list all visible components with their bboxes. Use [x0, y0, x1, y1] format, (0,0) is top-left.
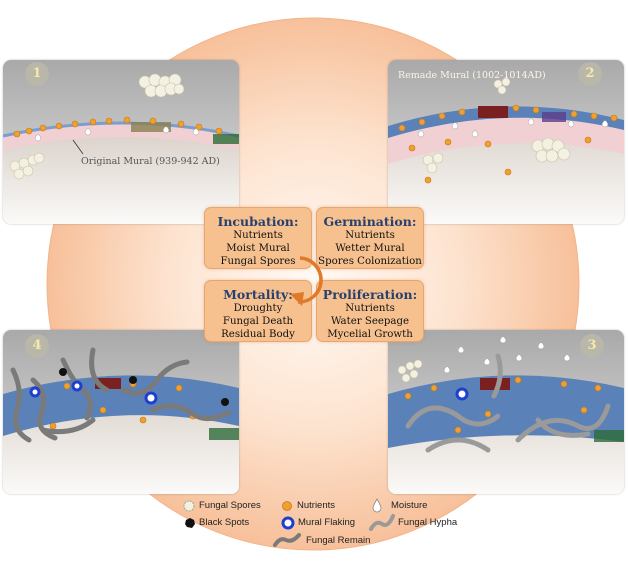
moisture-icon [372, 498, 382, 513]
panel-2-label: Remade Mural (1002-1014AD) [398, 70, 546, 81]
panel-germination: 2 Remade Mural (1002-1014AD) [388, 60, 624, 224]
stage-incubation-line-2: Moist Mural [226, 243, 290, 254]
stage-mortality-line-2: Fungal Death [222, 316, 294, 327]
panel-1-label: Original Mural (939-942 AD) [81, 156, 220, 167]
legend-fungal-hypha: Fungal Hypha [398, 517, 458, 528]
stage-mortality: Mortality: Droughty Fungal Death Residua… [204, 280, 312, 342]
panel-mortality: 4 [3, 330, 239, 494]
stage-proliferation: Proliferation: Nutrients Water Seepage M… [316, 280, 424, 342]
black-spots-icon [185, 518, 195, 528]
stage-mortality-title: Mortality: [223, 287, 293, 302]
stage-mortality-line-1: Droughty [233, 303, 283, 314]
legend-black-spots: Black Spots [199, 517, 250, 528]
fungal-remain-icon [273, 533, 301, 547]
mural-flaking-icon [281, 516, 295, 530]
stage-proliferation-line-3: Mycelial Growth [327, 329, 413, 340]
stage-germination-line-1: Nutrients [345, 230, 395, 241]
legend-moisture: Moisture [391, 500, 428, 511]
panel-2-badge: 2 [578, 62, 602, 86]
legend-nutrients: Nutrients [297, 500, 336, 511]
stage-incubation-title: Incubation: [217, 214, 299, 229]
stage-germination: Germination: Nutrients Wetter Mural Spor… [316, 207, 424, 269]
stage-incubation-line-1: Nutrients [233, 230, 283, 241]
panel-4-badge: 4 [25, 334, 49, 358]
stage-germination-title: Germination: [323, 214, 417, 229]
stage-proliferation-line-2: Water Seepage [330, 316, 410, 327]
stage-proliferation-title: Proliferation: [322, 287, 418, 302]
stage-mortality-line-3: Residual Body [221, 329, 295, 340]
nutrients-icon [282, 501, 292, 511]
panel-1-badge: 1 [25, 62, 49, 86]
stage-incubation-line-3: Fungal Spores [220, 256, 296, 267]
panel-2-illustration [388, 60, 624, 224]
stage-germination-line-3: Spores Colonization [318, 256, 422, 267]
legend-fungal-remain: Fungal Remain [306, 535, 371, 546]
stage-incubation: Incubation: Nutrients Moist Mural Fungal… [204, 207, 312, 269]
fungal-hypha-icon [369, 514, 395, 531]
panel-4-illustration [3, 330, 239, 494]
panel-proliferation: 3 [388, 330, 624, 494]
panel-incubation: 1 Original Mural (939-942 AD) [3, 60, 239, 224]
legend-mural-flaking: Mural Flaking [298, 517, 356, 528]
legend-fungal-spores: Fungal Spores [199, 500, 261, 511]
fungal-spores-icon [183, 500, 195, 512]
panel-3-badge: 3 [580, 334, 604, 358]
stage-germination-line-2: Wetter Mural [335, 243, 405, 254]
stage-proliferation-line-1: Nutrients [345, 303, 395, 314]
panel-3-illustration [388, 330, 624, 494]
panel-1-illustration [3, 60, 239, 224]
